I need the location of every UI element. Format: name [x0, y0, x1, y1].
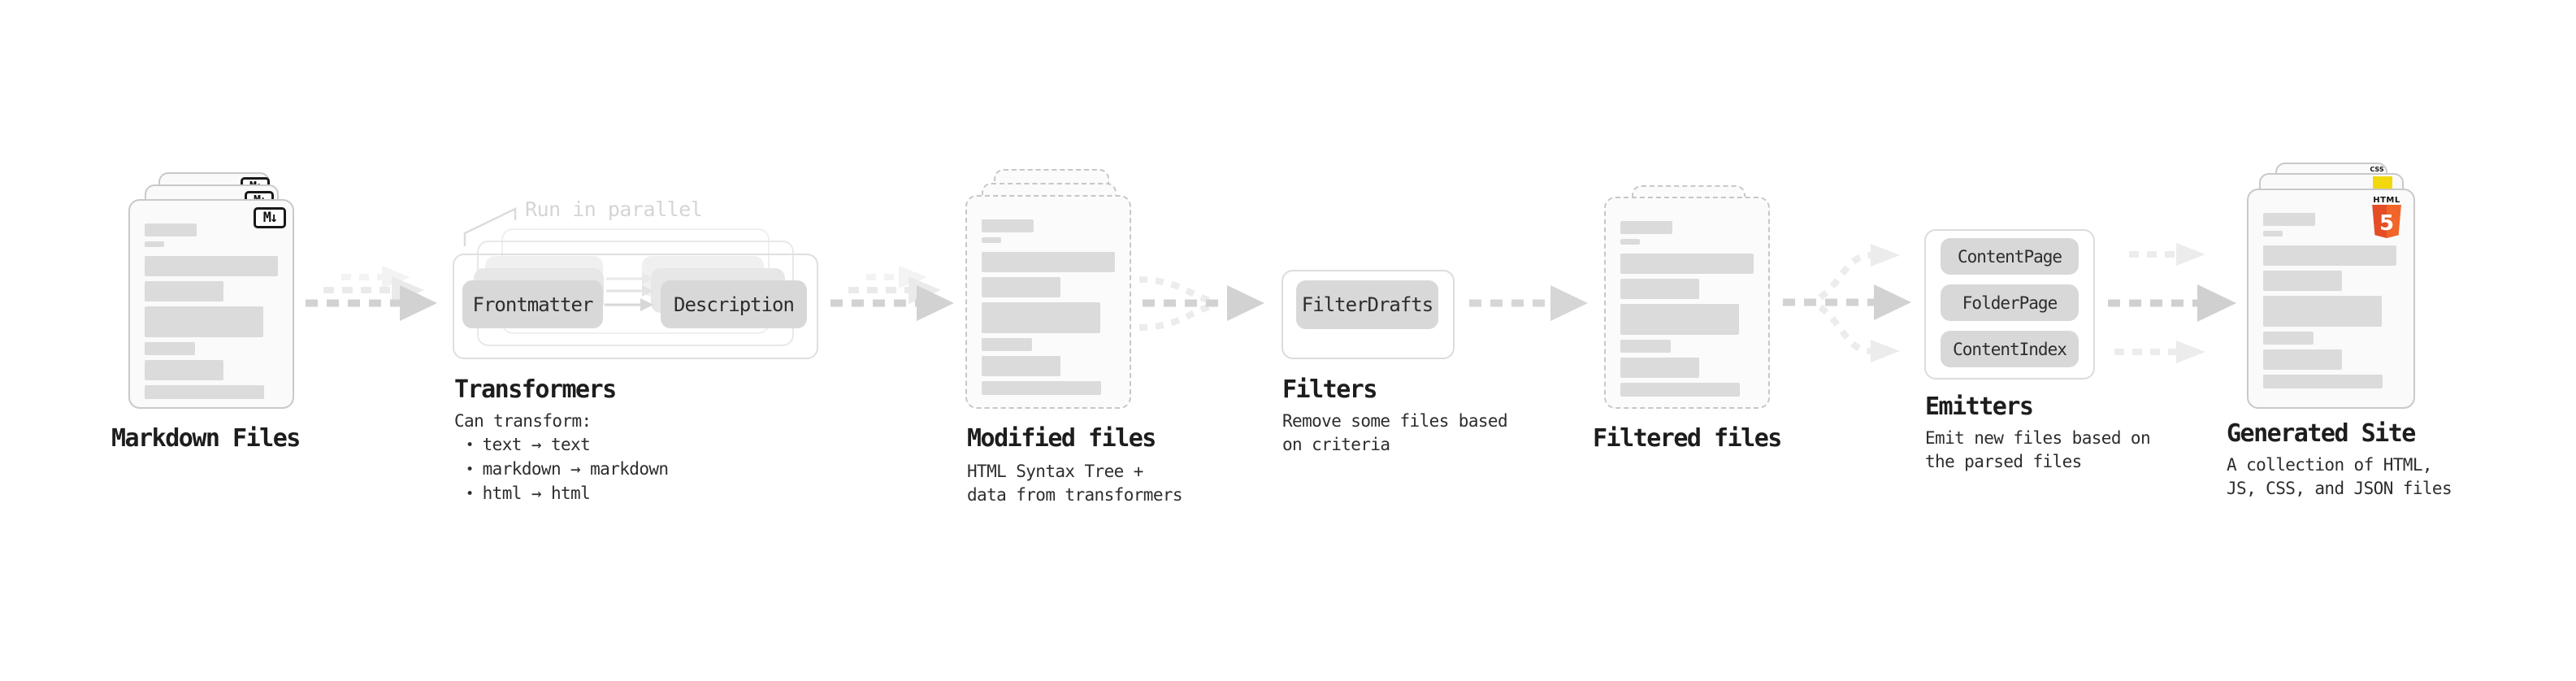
desc-line: data from transformers [967, 485, 1183, 505]
skeleton-bar [2263, 332, 2314, 345]
transformers-description: Can transform: • text → text • markdown → … [454, 410, 669, 506]
skeleton-bar [982, 338, 1032, 351]
skeleton-bar [2263, 349, 2342, 370]
filters-title: Filters [1282, 375, 1377, 404]
skeleton-bar [1620, 340, 1671, 353]
skeleton-bar [1620, 304, 1739, 335]
filtered-files-title: Filtered files [1593, 424, 1782, 453]
bullet-text: html → html [482, 484, 591, 503]
description-node: Description [661, 280, 807, 328]
arrow-filters-to-filtered [1469, 285, 1588, 321]
skeleton-bar [2263, 271, 2342, 291]
skeleton-bar [1620, 254, 1754, 274]
desc-line: JS, CSS, and JSON files [2227, 479, 2452, 498]
arrow-modified-to-filters [1138, 276, 1264, 331]
transform-bullet: • text → text [454, 433, 668, 458]
emitters-title: Emitters [1925, 393, 2034, 421]
generated-site-description: A collection of HTML, JS, CSS, and JSON … [2227, 453, 2452, 501]
modified-files-title: Modified files [967, 424, 1156, 453]
filtered-file-card-front [1604, 197, 1770, 409]
skeleton-bar [2263, 245, 2396, 266]
desc-line: on criteria [1282, 435, 1390, 454]
arrow-markdown-to-transformers [306, 266, 437, 321]
bullet-text: text → text [482, 435, 591, 454]
js-icon [2373, 176, 2392, 191]
contentindex-node: ContentIndex [1941, 331, 2079, 367]
skeleton-bar [145, 342, 195, 355]
bullet-marker: • [466, 486, 474, 502]
bullet-marker: • [466, 462, 474, 478]
skeleton-bar [1620, 221, 1672, 234]
desc-line: A collection of HTML, [2227, 455, 2433, 475]
html5-shield: 5 [2372, 205, 2401, 238]
html5-badge: 5 [2379, 211, 2394, 236]
desc-line: HTML Syntax Tree + [967, 462, 1143, 481]
skeleton-bar [2263, 231, 2283, 236]
generated-site-title: Generated Site [2227, 419, 2416, 448]
skeleton-bar [2263, 296, 2382, 327]
bullet-text: markdown → markdown [482, 459, 669, 479]
css-icon-label: CSS [2370, 166, 2384, 173]
frontmatter-node: Frontmatter [462, 280, 603, 328]
skeleton-bar [982, 356, 1060, 376]
skeleton-bar [982, 237, 1001, 243]
skeleton-bar [982, 277, 1060, 297]
folderpage-node: FolderPage [1941, 284, 2079, 321]
arrow-filtered-to-emitters [1783, 244, 1911, 362]
modified-files-description: HTML Syntax Tree + data from transformer… [967, 460, 1183, 507]
filterdrafts-node: FilterDrafts [1296, 280, 1438, 329]
desc-line: Remove some files based [1282, 411, 1508, 431]
desc-line: the parsed files [1925, 452, 2082, 471]
skeleton-bar [145, 281, 223, 301]
skeleton-bar [982, 219, 1034, 232]
site-file-card-front: HTML 5 [2247, 189, 2415, 409]
transform-bullet: • html → html [454, 482, 668, 506]
run-in-parallel-annotation: Run in parallel [525, 197, 703, 221]
skeleton-bar [982, 381, 1101, 395]
skeleton-bar [145, 241, 164, 247]
emitters-description: Emit new files based on the parsed files [1925, 427, 2151, 474]
skeleton-bar [145, 223, 197, 236]
html5-icon-label: HTML [2373, 196, 2400, 205]
skeleton-bar [982, 302, 1100, 333]
skeleton-bar [1620, 383, 1740, 397]
skeleton-bar [145, 360, 223, 380]
arrow-emitters-to-site [2108, 243, 2236, 363]
skeleton-bar [1620, 358, 1699, 378]
transform-bullet: • markdown → markdown [454, 458, 669, 482]
skeleton-bar [2263, 213, 2315, 226]
markdown-icon: M↓ [254, 207, 286, 228]
skeleton-bar [982, 252, 1115, 272]
markdown-files-title: Markdown Files [111, 424, 301, 453]
arrow-transformers-to-modified [830, 266, 954, 321]
markdown-file-card-front: M↓ [128, 199, 294, 409]
filters-description: Remove some files based on criteria [1282, 410, 1508, 457]
transformers-box [453, 254, 818, 359]
bullet-marker: • [466, 437, 474, 453]
skeleton-bar [145, 256, 278, 276]
skeleton-bar [145, 385, 264, 399]
contentpage-node: ContentPage [1941, 238, 2079, 275]
html5-icon: HTML 5 [2369, 196, 2405, 241]
transformers-desc-intro: Can transform: [454, 411, 592, 431]
modified-file-card-front [965, 195, 1131, 409]
skeleton-bar [145, 306, 263, 337]
skeleton-bar [1620, 239, 1640, 245]
skeleton-bar [2263, 375, 2383, 388]
transformers-title: Transformers [454, 375, 617, 404]
skeleton-bar [1620, 279, 1699, 299]
desc-line: Emit new files based on [1925, 428, 2151, 448]
